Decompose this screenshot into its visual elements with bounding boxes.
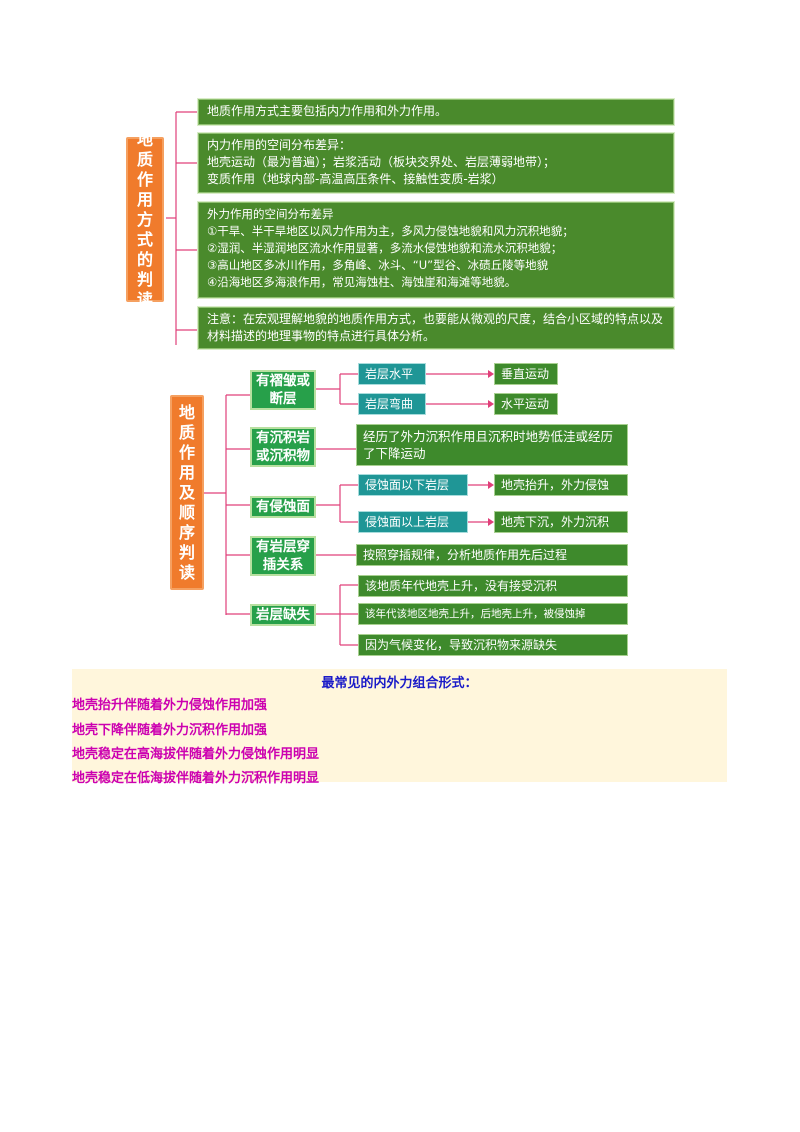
category-intrusion: 有岩层穿插关系: [250, 536, 316, 576]
category-erosion-surface: 有侵蚀面: [250, 496, 316, 518]
result-uplift-erosion: 地壳抬升，外力侵蚀: [494, 474, 628, 496]
box-overview: 地质作用方式主要包括内力作用和外力作用。: [198, 99, 674, 125]
result-vertical-movement: 垂直运动: [494, 363, 558, 385]
category-missing-layer: 岩层缺失: [250, 604, 316, 626]
box-note: 注意：在宏观理解地貌的地质作用方式，也要能从微观的尺度，结合小区域的特点以及材料…: [198, 307, 674, 349]
section1-title: 地质作用方式的判读: [126, 130, 164, 309]
box-external-force: 外力作用的空间分布差异 ①干旱、半干旱地区以风力作用为主，多风力侵蚀地貌和风力沉…: [198, 202, 674, 298]
category-sediment: 有沉积岩或沉积物: [250, 427, 316, 467]
sediment-explanation: 经历了外力沉积作用且沉积时地势低洼或经历了下降运动: [356, 424, 628, 466]
summary-panel: 最常见的内外力组合形式： 地壳抬升伴随着外力侵蚀作用加强 地壳下降伴随着外力沉积…: [72, 669, 727, 786]
summary-line: 地壳下降伴随着外力沉积作用加强: [72, 723, 268, 738]
category-fold-fault: 有褶皱或断层: [250, 370, 316, 410]
missing-reason-2: 该年代该地区地壳上升，后地壳上升，被侵蚀掉: [358, 603, 628, 625]
summary-title: 最常见的内外力组合形式：: [321, 676, 478, 691]
box-internal-force: 内力作用的空间分布差异： 地壳运动（最为普遍）；岩浆活动（板块交界处、岩层薄弱地…: [198, 133, 674, 193]
mid-horizontal-layer: 岩层水平: [358, 363, 426, 385]
connector-lines: [166, 111, 494, 646]
mid-above-erosion: 侵蚀面以上岩层: [358, 511, 468, 533]
section2-title: 地质作用及顺序判读: [170, 395, 204, 590]
summary-line: 地壳稳定在高海拔伴随着外力侵蚀作用明显: [72, 747, 320, 762]
mid-bent-layer: 岩层弯曲: [358, 393, 426, 415]
mid-below-erosion: 侵蚀面以下岩层: [358, 474, 468, 496]
missing-reason-1: 该地质年代地壳上升，没有接受沉积: [358, 575, 628, 597]
intrusion-explanation: 按照穿插规律，分析地质作用先后过程: [356, 544, 628, 566]
missing-reason-3: 因为气候变化，导致沉积物来源缺失: [358, 634, 628, 656]
summary-line: 地壳抬升伴随着外力侵蚀作用加强: [72, 698, 268, 713]
result-horizontal-movement: 水平运动: [494, 393, 558, 415]
summary-line: 地壳稳定在低海拔伴随着外力沉积作用明显: [72, 771, 320, 786]
result-subsidence-deposition: 地壳下沉，外力沉积: [494, 511, 628, 533]
